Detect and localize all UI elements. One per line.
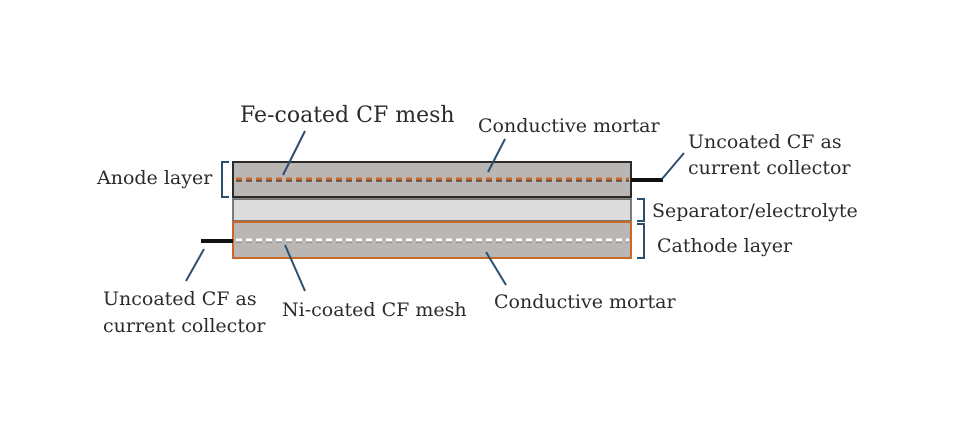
ni-mesh-label: Ni-coated CF mesh [282,299,467,321]
mortar-top-label: Conductive mortar [478,115,660,137]
uncoated-top-label-line1: Uncoated CF as [688,131,842,153]
mortar-top-leader [487,138,506,173]
separator-layer-block [232,198,632,222]
ni-mesh-leader [284,244,306,292]
uncoated-bottom-label-line1: Uncoated CF as [103,288,257,310]
uncoated-top-leader [661,152,685,180]
cathode-layer-label: Cathode layer [657,235,793,257]
uncoated-bottom-label-line2: current collector [103,315,266,337]
uncoated-bottom-leader [185,248,205,282]
fe-mesh-leader [282,130,306,176]
separator-bracket [637,198,645,222]
mortar-bottom-leader [485,251,507,286]
mortar-bottom-label: Conductive mortar [494,291,676,313]
separator-label: Separator/electrolyte [652,200,858,222]
fe-mesh-label: Fe-coated CF mesh [240,103,455,128]
anode-layer-label: Anode layer [96,167,213,189]
anode-layer-bracket [221,161,229,198]
uncoated-top-label-line2: current collector [688,157,851,179]
cathode-layer-bracket [637,223,645,259]
